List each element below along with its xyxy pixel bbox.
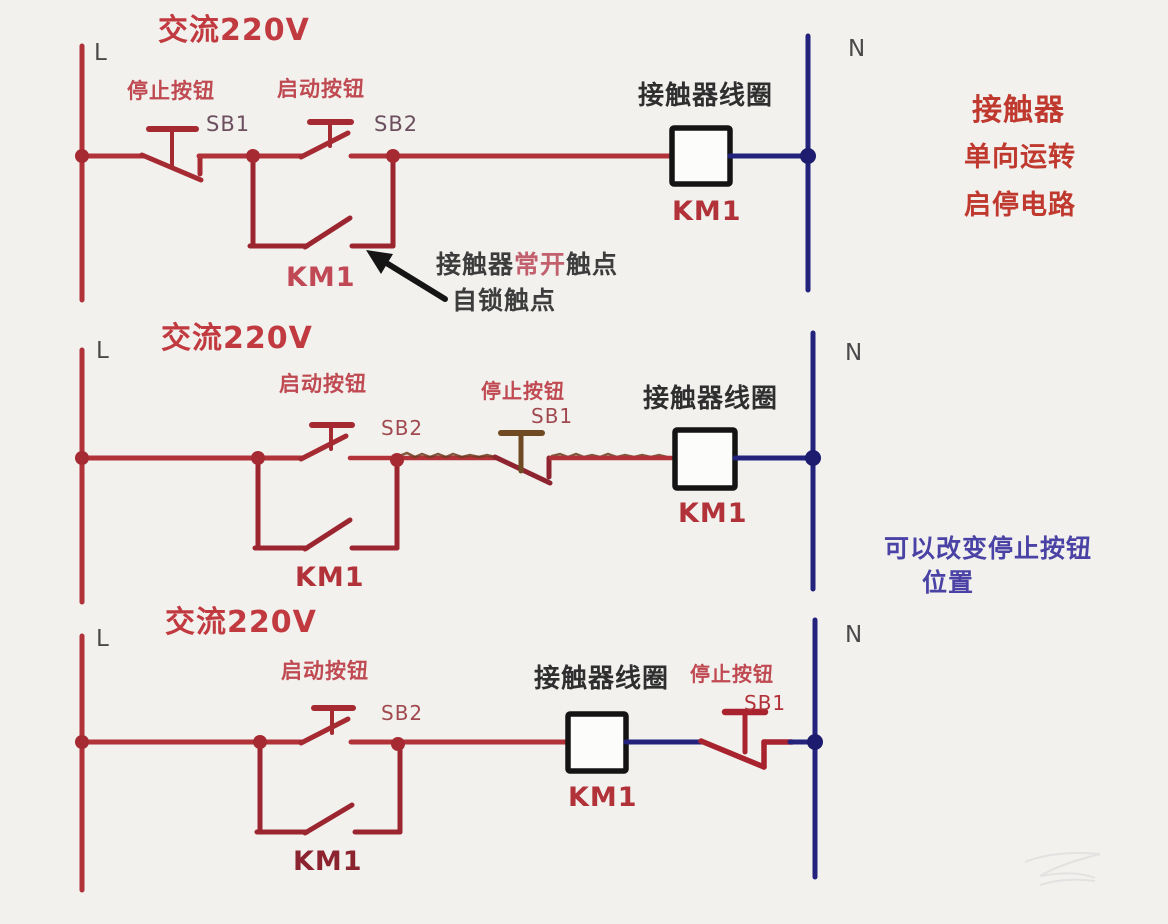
- top-l-label: L: [94, 40, 108, 66]
- bottom-stop-label: 停止按钮: [690, 662, 774, 686]
- middle-start-button-symbol: [298, 422, 355, 462]
- junction-dot: [246, 149, 260, 163]
- bottom-circuit-wiring: [75, 617, 823, 893]
- top-title: 交流220V: [158, 13, 310, 48]
- top-stop-label: 停止按钮: [127, 79, 215, 103]
- bottom-coil-box: [565, 711, 629, 774]
- bottom-l-label: L: [96, 626, 110, 652]
- middle-coil-ref: KM1: [678, 498, 748, 529]
- top-start-button-symbol: [298, 119, 354, 160]
- top-start-ref: SB2: [374, 112, 419, 136]
- top-n-label: N: [848, 36, 867, 62]
- side-note-line1: 接触器: [972, 93, 1065, 128]
- junction-dot: [253, 735, 267, 749]
- top-start-label: 启动按钮: [277, 77, 365, 101]
- bottom-coil-ref: KM1: [568, 782, 638, 813]
- middle-stop-button-symbol: [492, 430, 553, 486]
- junction-dot: [386, 149, 400, 163]
- middle-coil-box: [672, 427, 738, 491]
- junction-dot: [75, 735, 89, 749]
- middle-selflock-ref: KM1: [295, 562, 365, 593]
- annotation-highlight: 常开: [514, 250, 567, 279]
- middle-n-label: N: [845, 340, 864, 366]
- middle-circuit-wiring: [75, 330, 821, 605]
- junction-dot: [391, 737, 405, 751]
- top-selflock-contact-symbol: [247, 153, 396, 250]
- bottom-coil-label: 接触器线圈: [534, 664, 670, 694]
- middle-start-ref: SB2: [381, 416, 424, 440]
- bottom-stop-button-symbol: [698, 708, 795, 770]
- selflock-annotation-line1: 接触器常开触点: [436, 252, 618, 277]
- bottom-start-ref: SB2: [381, 701, 424, 725]
- top-coil-ref: KM1: [672, 196, 742, 227]
- middle-coil-label: 接触器线圈: [643, 384, 779, 414]
- junction-dot: [75, 451, 89, 465]
- junction-dot: [807, 734, 823, 750]
- top-coil-label: 接触器线圈: [638, 81, 774, 111]
- middle-stop-label: 停止按钮: [481, 379, 565, 403]
- junction-dot: [75, 149, 89, 163]
- bottom-n-label: N: [845, 622, 864, 648]
- junction-dot: [800, 148, 816, 164]
- middle-selflock-contact-symbol: [252, 455, 400, 552]
- selflock-annotation-line2: 自锁触点: [452, 286, 557, 315]
- middle-title: 交流220V: [161, 321, 313, 356]
- annotation-suffix: 触点: [566, 250, 619, 279]
- junction-dot: [390, 453, 404, 467]
- blue-note-line1: 可以改变停止按钮: [884, 534, 1093, 563]
- middle-start-label: 启动按钮: [279, 372, 367, 396]
- junction-dot: [805, 450, 821, 466]
- side-note-line3: 启停电路: [964, 190, 1076, 221]
- bottom-title: 交流220V: [165, 605, 317, 640]
- top-stop-button-symbol: [139, 126, 204, 183]
- annotation-prefix: 接触器: [436, 250, 515, 279]
- top-coil-box: [669, 125, 733, 187]
- watermark: [1024, 852, 1101, 886]
- side-note-line2: 单向运转: [964, 142, 1076, 173]
- middle-l-label: L: [96, 338, 110, 364]
- blue-note-line2: 位置: [922, 568, 975, 597]
- bottom-selflock-ref: KM1: [293, 846, 363, 877]
- bottom-start-label: 启动按钮: [281, 659, 369, 683]
- top-selflock-ref: KM1: [286, 262, 356, 293]
- junction-dot: [251, 451, 265, 465]
- bottom-selflock-contact-symbol: [254, 739, 403, 836]
- middle-stop-ref: SB1: [531, 404, 574, 428]
- bottom-start-button-symbol: [298, 705, 356, 746]
- top-stop-ref: SB1: [206, 112, 251, 136]
- top-circuit-wiring: [75, 33, 816, 303]
- bottom-stop-ref: SB1: [744, 691, 787, 715]
- selflock-annotation-arrow: [366, 250, 448, 302]
